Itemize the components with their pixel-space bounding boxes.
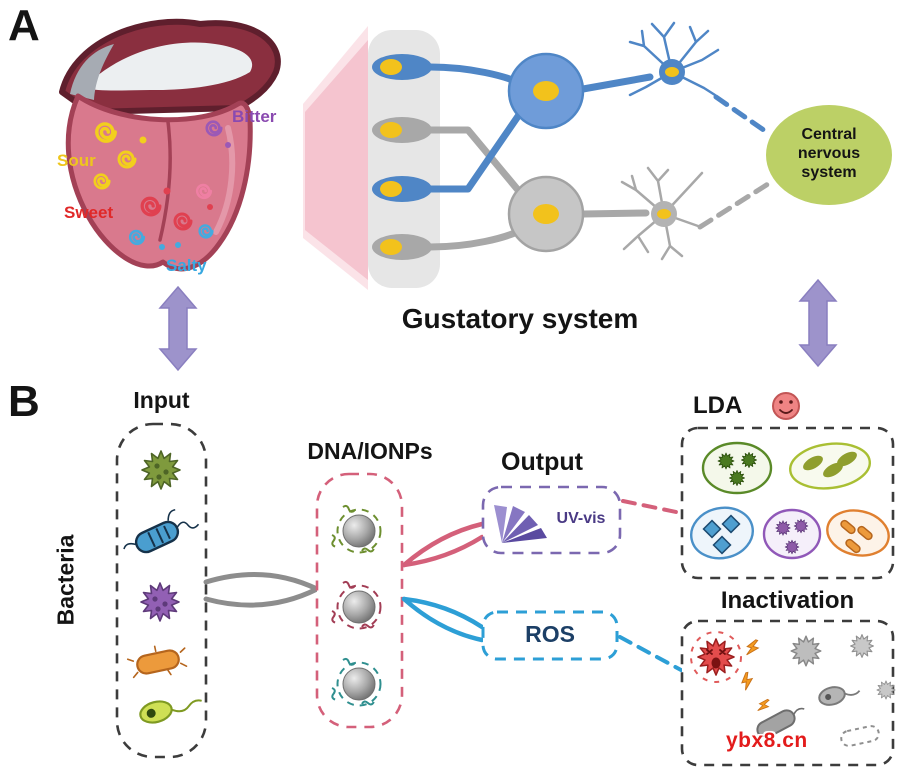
uv-vis-label: UV-vis — [556, 510, 606, 527]
tongue-illustration — [59, 18, 281, 272]
axon-dashed-blue — [713, 94, 771, 136]
tweezers-pink-icon — [401, 521, 485, 568]
watermark: ybx8.cn — [726, 729, 808, 752]
cns-ellipse — [766, 105, 892, 205]
connector-dashed-pink — [621, 499, 683, 515]
dna-ionps-label: DNA/IONPs — [307, 438, 433, 464]
purple-spiky-bacterium-icon — [140, 582, 180, 622]
panel-a-label: A — [8, 1, 40, 50]
cns-label: Central nervous system — [797, 126, 861, 181]
taste-label-bitter: Bitter — [232, 107, 277, 126]
dna-ionp-sphere-3 — [329, 657, 382, 707]
inactivated-red-bacterium-icon — [690, 631, 742, 683]
input-label: Input — [133, 387, 190, 413]
multipolar-neuron-gray — [620, 166, 704, 261]
projection-beam — [303, 26, 368, 290]
lda-cluster-orange — [826, 509, 890, 557]
bipolar-neurons — [507, 52, 654, 253]
lda-cluster-blue — [690, 506, 754, 560]
taste-receptor-cells — [368, 30, 527, 288]
output-box — [481, 485, 622, 555]
connector-dashed-blue — [618, 635, 683, 672]
exchange-arrow-right — [798, 278, 838, 368]
multipolar-neuron-blue — [628, 21, 720, 97]
ros-box — [481, 610, 619, 661]
gustatory-system-title: Gustatory system — [401, 303, 639, 334]
orange-rod-bacterium-icon — [126, 645, 188, 679]
blue-rod-bacterium-icon — [123, 508, 200, 554]
exchange-arrow-left — [158, 285, 198, 372]
tweezers-gray-icon — [203, 572, 320, 608]
taste-label-salty: Salty — [166, 256, 207, 275]
lda-cluster-olive — [789, 442, 871, 490]
output-label: Output — [501, 448, 583, 476]
taste-label-sour: Sour — [57, 151, 96, 170]
uv-vis-signal-fan-icon — [494, 505, 547, 543]
ros-label: ROS — [525, 621, 575, 647]
tweezers-blue-icon — [401, 596, 485, 643]
axon-dashed-gray — [697, 181, 771, 230]
green-spiky-bacterium-icon — [141, 450, 181, 490]
inactivation-label: Inactivation — [720, 587, 855, 614]
lda-label: LDA — [693, 392, 743, 419]
bacteria-label: Bacteria — [52, 534, 79, 626]
taste-label-sweet: Sweet — [64, 203, 114, 222]
panel-b-label: B — [8, 377, 40, 426]
dna-ionp-sphere-1 — [329, 504, 382, 554]
green-flagellate-bacterium-icon — [139, 699, 202, 724]
lda-cluster-purple — [762, 508, 822, 560]
smiley-face-icon — [772, 392, 800, 420]
taste-bud-spirals — [93, 120, 231, 250]
inactivated-gray-bacteria-icons — [756, 634, 896, 747]
lda-cluster-green — [701, 441, 773, 495]
dna-ionp-sphere-2 — [329, 580, 382, 630]
